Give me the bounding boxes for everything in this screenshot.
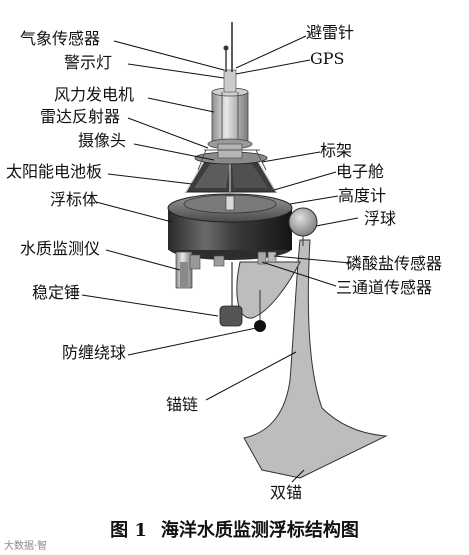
label-camera: 摄像头: [78, 131, 127, 150]
caption-number: 图 1: [110, 520, 147, 541]
label-anchor-chain: 锚链: [166, 395, 199, 414]
label-double-anchor: 双锚: [270, 483, 303, 502]
water-quality-instrument-shape: [175, 251, 201, 289]
label-meteo-sensor: 气象传感器: [20, 29, 101, 48]
label-three-channel-sensor: 三通道传感器: [336, 278, 433, 297]
stabilizing-hammer-shape: [219, 262, 243, 327]
float-ball-shape: [288, 207, 318, 246]
label-anti-tangle-ball: 防缠绕球: [62, 343, 127, 362]
anti-tangle-ball-shape: [254, 290, 266, 332]
label-altimeter: 高度计: [338, 186, 387, 205]
label-phosphate-sensor: 磷酸盐传感器: [346, 254, 443, 273]
label-water-quality-instrument: 水质监测仪: [20, 239, 101, 258]
label-electronic-cabin: 电子舱: [336, 162, 385, 181]
anchor-chain-shape: [243, 239, 388, 479]
mast-shape: [197, 22, 267, 171]
label-stabilizing-hammer: 稳定锤: [32, 283, 81, 302]
label-solar-panel: 太阳能电池板: [6, 162, 103, 181]
caption-title: 海洋水质监测浮标结构图: [160, 520, 359, 541]
label-buoy-body: 浮标体: [50, 190, 99, 209]
label-lightning-rod: 避雷针: [306, 23, 355, 42]
tether-shape: [236, 261, 301, 319]
label-radar-reflector: 雷达反射器: [40, 107, 121, 126]
label-frame: 标架: [320, 141, 353, 160]
label-float-ball: 浮球: [364, 209, 397, 228]
sensors-shape: [213, 251, 277, 267]
label-gps: GPS: [310, 49, 345, 68]
label-warning-light: 警示灯: [64, 53, 113, 72]
buoy-body-shape: [167, 193, 293, 260]
label-wind-generator: 风力发电机: [54, 85, 135, 104]
leader-lines: [81, 35, 359, 483]
watermark: 大数据·智: [4, 541, 48, 552]
figure-caption: 图 1 海洋水质监测浮标结构图: [0, 516, 469, 542]
